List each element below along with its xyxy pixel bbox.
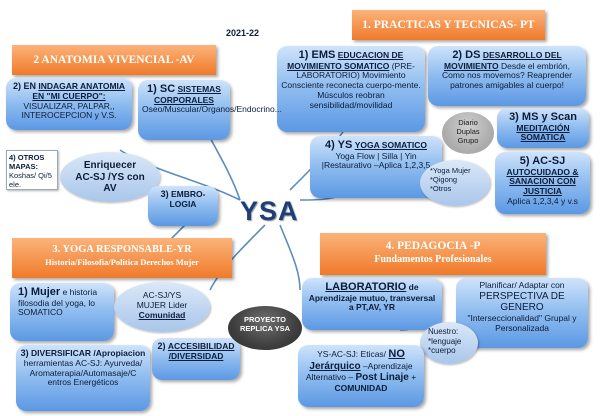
embro-title: EMBRO-LOGIA: [169, 189, 206, 209]
diario-oval: Diario Duplas Grupo: [442, 112, 494, 154]
ds-box: 2) DS DESARROLLO DEL MOVIMIENTO Desde el…: [428, 46, 586, 106]
yoga-subtitle: Historia/Filosofia/Politica Derechos Muj…: [45, 256, 199, 267]
lab-title: LABORATORIO: [325, 281, 407, 293]
proyecto-oval: PROYECTO REPLICA YSA: [228, 306, 302, 350]
en-num: 2) EN: [12, 81, 36, 91]
acsj-text: Aplica 1,2,3,4 y v.s: [507, 195, 578, 206]
sc-box: 1) SC SISTEMAS CORPORALES Oseo/Muscular/…: [138, 80, 282, 140]
pedagogia-title: 4. PEDAGOCIA -P: [385, 240, 481, 252]
nuestro-cloud: Nuestro: *lenguaje *cuerpo: [420, 322, 478, 364]
ems-box: 1) EMS EDUCACION DE MOVIMIENTO SOMATICO …: [277, 46, 425, 132]
diversificar-title: DIVERSIFICAR: [31, 348, 92, 358]
yoga-title: 3. YOGA RESPONSABLE-YR: [52, 244, 192, 255]
ds-num: 2) DS: [452, 49, 481, 61]
etica-com: COMUNIDAD: [334, 382, 388, 393]
acsj-cloud-line1: AC-SJ/YS: [142, 290, 182, 300]
sc-text: Oseo/Muscular/Organos/Endocrino...: [142, 104, 282, 115]
planificar-text3: "Interseccionalidad" Grupal y Personaliz…: [467, 312, 577, 333]
sc-num: 1) SC: [147, 83, 176, 95]
etica-jer: Jerárquico: [309, 360, 361, 372]
otros-line1: 4) OTROS: [9, 153, 45, 162]
ems-text: (PRE-LABORATORIO) Movimiento Consciente …: [281, 60, 421, 110]
planificar-box: Planificar/ Adaptar con PERSPECTIVA DE G…: [456, 278, 588, 348]
diversificar-num: 3): [20, 348, 29, 358]
proyecto-text: PROYECTO REPLICA YSA: [239, 315, 290, 333]
ems-title: EDUCACION DE MOVIMIENTO SOMATICO: [287, 50, 404, 71]
nuestro-line2: *lenguaje: [428, 336, 462, 346]
planificar-text1: Planificar/ Adaptar con: [479, 280, 565, 290]
etica-text1: YS-AC-SJ: Eticas/: [317, 349, 387, 359]
pedagogia-banner: 4. PEDAGOCIA -P Fundamentos Profesionale…: [320, 233, 546, 275]
diversificar-box: 3) DIVERSIFICAR /Apropiacion herramienta…: [16, 345, 150, 411]
ms-box: 3) MS y Scan MEDITACIÓN SOMATICA: [497, 108, 589, 148]
ms-num: 3) MS y Scan: [509, 111, 577, 123]
enriquecer-text: Enriquecer AC-SJ /YS con AV: [75, 160, 145, 194]
practicas-banner: 1. PRACTICAS Y TECNICAS- PT: [352, 10, 545, 40]
nuestro-line3: *cuerpo: [428, 346, 456, 356]
etica-plus: +: [411, 372, 417, 383]
ys-num: 4) YS: [325, 139, 353, 151]
etica-text2: –Aprendizaje Alternativo –: [305, 360, 413, 383]
mujer-text: e historia filosodia del yoga, lo SOMATI…: [18, 287, 98, 318]
en-text: VISUALIZAR, PALPAR,, INTEROCEPCION y V.S…: [21, 100, 117, 121]
acsj-cloud-line3: Comunidad: [138, 310, 186, 321]
etica-post: Post Linaje: [355, 372, 409, 384]
tipos-cloud: *Yoga Mujer *Qigong *Otros: [420, 160, 490, 206]
otros-box: 4) OTROS MAPAS: Koshas/ Qi/5 ele.: [6, 150, 58, 190]
enriquecer-cloud: Enriquecer AC-SJ /YS con AV: [60, 152, 160, 202]
tipos-line1: *Yoga Mujer: [430, 166, 471, 175]
mujer-num: 1) Mujer: [18, 286, 61, 298]
practicas-title: 1. PRACTICAS Y TECNICAS- PT: [362, 19, 535, 31]
acsj-box: 5) AC-SJ AUTOCUIDADO & SANACION CON JUST…: [495, 152, 590, 214]
tipos-line2: *Qigong: [430, 175, 458, 184]
en-title: INDAGAR ANATOMIA EN "MI CUERPO":: [32, 81, 126, 101]
etica-no: NO: [388, 348, 405, 360]
acsj-cloud-line2: MUJER Lider: [136, 300, 188, 311]
lab-text: de Aprendizaje mutuo, transversal a PT,A…: [308, 282, 436, 313]
accesibilidad-box: 2) ACCESIBILIDAD /DIVERSIDAD: [152, 338, 240, 380]
acsj-num: 5) AC-SJ: [519, 155, 566, 167]
diversificar-text1: /Apropiacion: [93, 348, 146, 358]
pedagogia-subtitle: Fundamentos Profesionales: [374, 253, 492, 265]
ds-text: Desde el embrión, Como nos movemos? Reap…: [442, 60, 572, 91]
ds-title: DESARROLLO DEL MOVIMIENTO: [444, 50, 562, 71]
planificar-text2: PERSPECTIVA DE GENERO: [479, 290, 565, 314]
ys-text: Yoga Flow | Silla | Yin |Restaurativo –A…: [321, 150, 431, 171]
nuestro-line1: Nuestro:: [428, 327, 459, 336]
anatomia-banner: 2 ANATOMIA VIVENCIAL -AV: [12, 45, 216, 75]
acsj-title: AUTOCUIDADO & SANACION CON JUSTICIA: [506, 166, 579, 197]
sc-title: SISTEMAS CORPORALES: [154, 84, 221, 105]
ms-title: MEDITACIÓN SOMATICA: [516, 122, 570, 143]
mujer-box: 1) Mujer e historia filosodia del yoga, …: [10, 283, 114, 341]
etica-box: YS-AC-SJ: Eticas/ NO Jerárquico –Aprendi…: [298, 345, 424, 407]
anatomia-title: 2 ANATOMIA VIVENCIAL -AV: [33, 54, 195, 66]
embro-box: 3) EMBRO-LOGIA: [148, 186, 218, 226]
otros-line2: MAPAS:: [9, 162, 39, 171]
ys-title: YOGA SOMATICO: [354, 140, 427, 150]
tipos-line3: *Otros: [430, 184, 452, 193]
embro-num: 3): [160, 189, 169, 199]
accesibilidad-num: 2): [157, 341, 166, 351]
ems-num: 1) EMS: [298, 49, 336, 61]
center-title: YSA: [240, 196, 299, 226]
en-box: 2) EN INDAGAR ANATOMIA EN "MI CUERPO": V…: [6, 78, 132, 130]
accesibilidad-title: ACCESIBILIDAD /DIVERSIDAD: [167, 341, 235, 361]
acsj-cloud: AC-SJ/YS MUJER Lider Comunidad: [114, 282, 210, 332]
yoga-banner: 3. YOGA RESPONSABLE-YR Historia/Filosofi…: [12, 238, 232, 278]
year-label: 2021-22: [226, 28, 260, 38]
diversificar-text2: herramientas AC-SJ: Ayurveda/ Aromaterap…: [23, 357, 143, 388]
lab-box: LABORATORIO de Aprendizaje mutuo, transv…: [302, 278, 442, 330]
otros-text: Koshas/ Qi/5 ele.: [9, 171, 52, 189]
